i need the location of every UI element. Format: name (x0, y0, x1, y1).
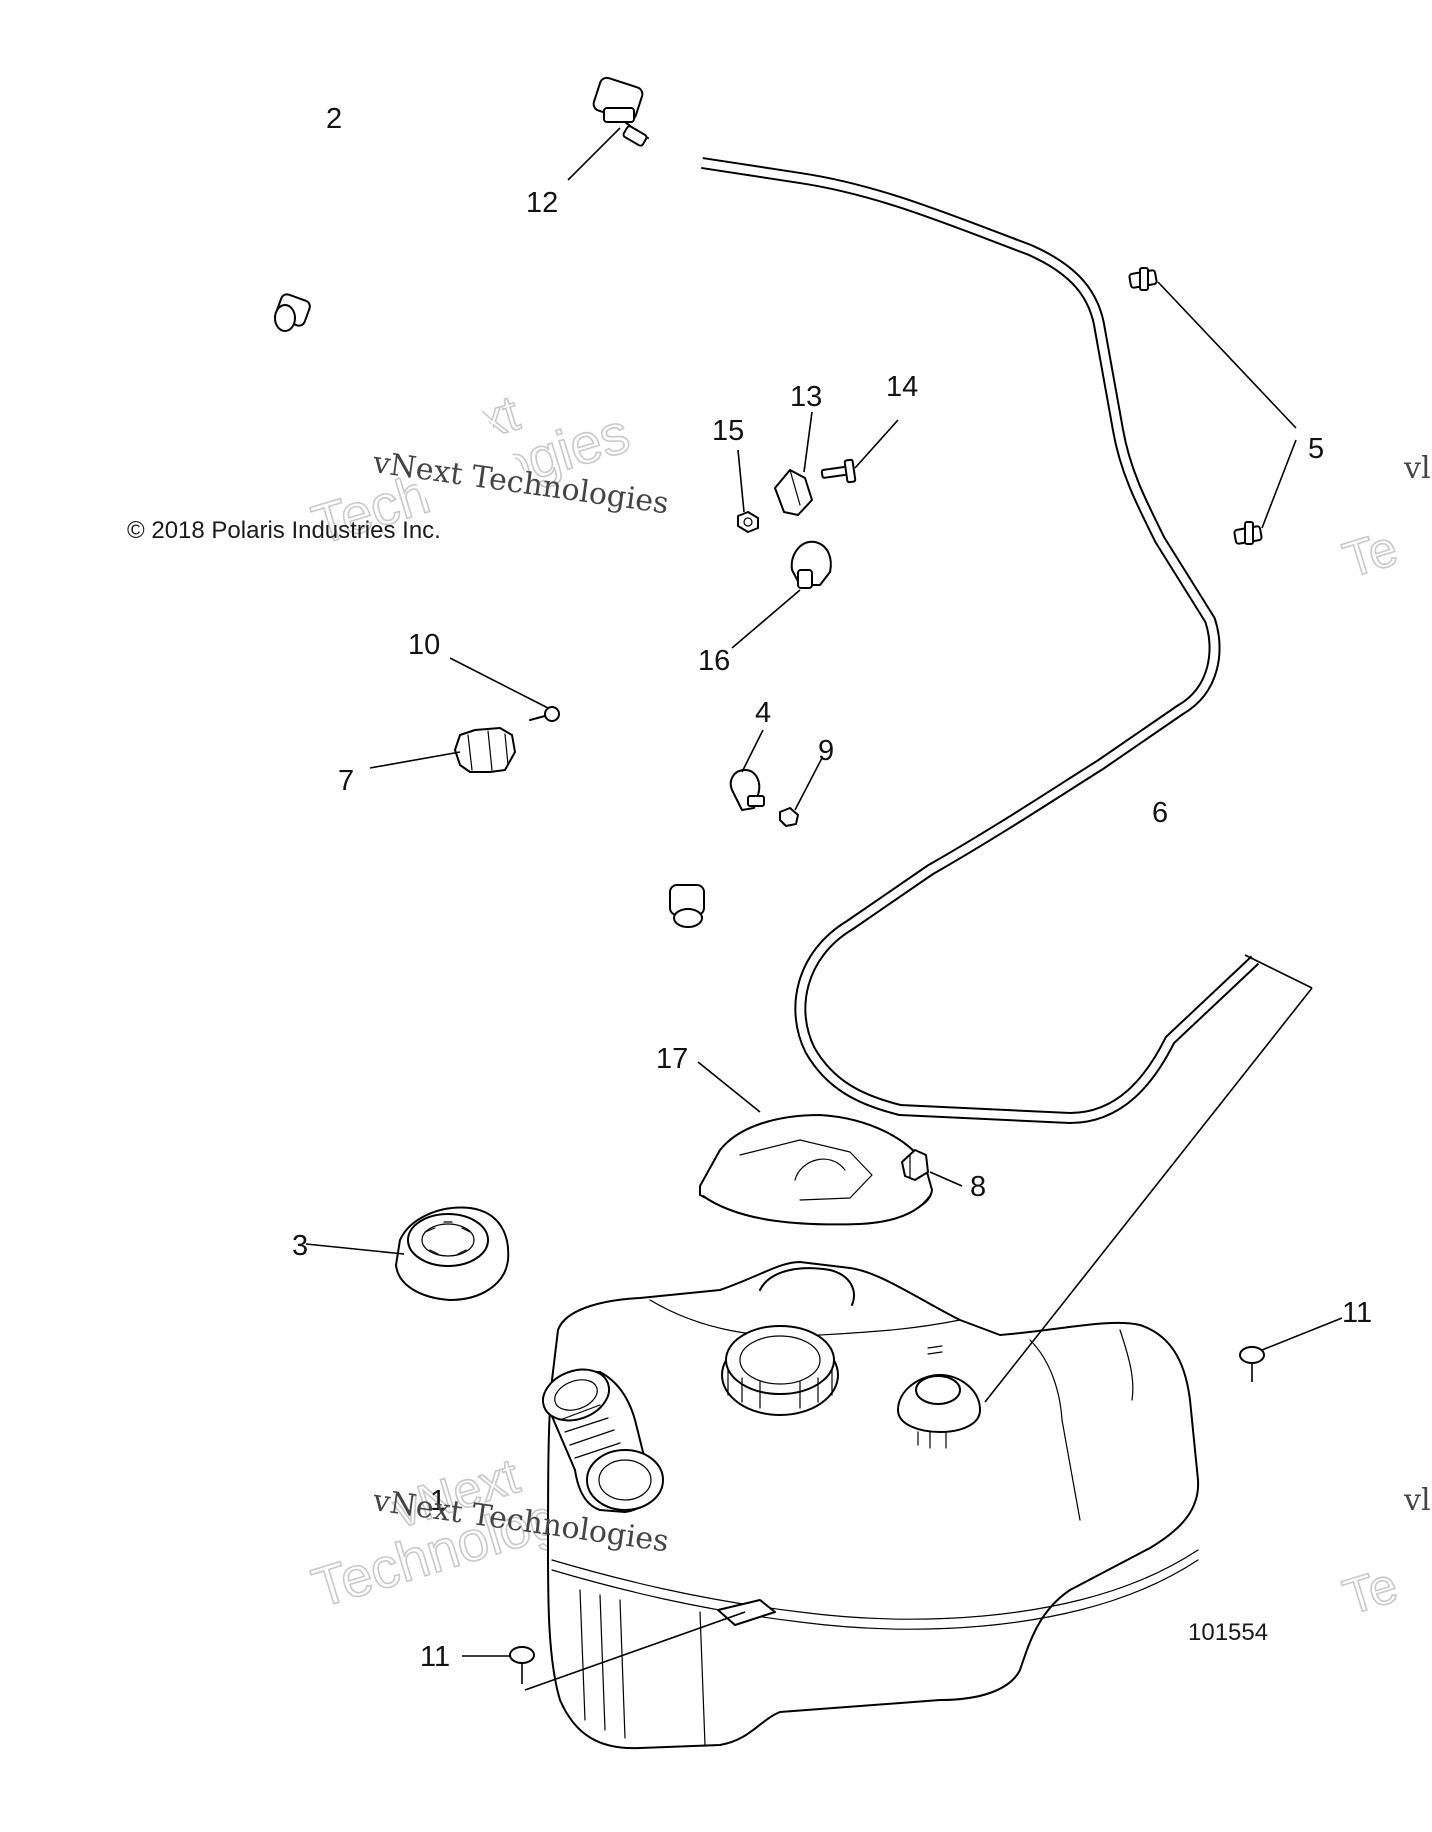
callout-11-right: 11 (1342, 1297, 1372, 1329)
callout-11-left: 11 (420, 1641, 450, 1673)
callout-4: 4 (755, 697, 771, 729)
part-8-clip (901, 1149, 963, 1187)
watermark-edge-vl-2: vl (1403, 1483, 1431, 1518)
part-17-cover (697, 1061, 933, 1226)
part-15-nut (737, 449, 759, 533)
callout-labels: 1 2 3 4 5 6 7 8 9 10 11 11 12 13 14 15 1… (292, 103, 1372, 1673)
watermark-edge-te-1: Te (1337, 520, 1404, 589)
part-7-bracket (369, 727, 516, 773)
callout-2: 2 (326, 103, 342, 135)
watermark-edge-te-2: Te (1337, 1557, 1404, 1626)
part-5-clips (1128, 267, 1297, 545)
part-11-bolt-left (462, 1646, 535, 1684)
callout-15: 15 (712, 415, 744, 447)
part-6-vent-line (701, 157, 1313, 1124)
callout-13: 13 (790, 381, 822, 413)
part-2-fuel-line (274, 190, 705, 928)
part-9-screw (779, 757, 823, 827)
callout-10: 10 (408, 629, 440, 661)
callout-5: 5 (1308, 433, 1324, 465)
copyright-text: © 2018 Polaris Industries Inc. (127, 517, 441, 544)
part-13-strap-clamp (774, 411, 813, 516)
part-3-fuel-cap (305, 1206, 510, 1301)
callout-14: 14 (886, 371, 918, 403)
callout-1: 1 (430, 1485, 446, 1517)
callout-3: 3 (292, 1230, 308, 1262)
callout-8: 8 (970, 1171, 986, 1203)
part-16-hose-clip (731, 540, 832, 649)
watermark-edge: Te Te (1336, 519, 1404, 1627)
callout-16: 16 (698, 645, 730, 677)
callout-7: 7 (338, 765, 354, 797)
diagram-number: 101554 (1188, 1619, 1268, 1646)
part-11-bolt-right (1239, 1317, 1343, 1382)
callout-17: 17 (656, 1043, 688, 1075)
callout-6: 6 (1152, 797, 1168, 829)
callout-9: 9 (818, 735, 834, 767)
part-14-pin (820, 419, 899, 484)
callout-12: 12 (526, 187, 558, 219)
part-1-fuel-tank (524, 987, 1313, 1750)
part-12-connector (567, 76, 649, 181)
watermark-edge-vl-1: vl (1403, 451, 1431, 486)
part-10-screw (449, 657, 560, 722)
part-4-p-clamp (729, 729, 765, 811)
